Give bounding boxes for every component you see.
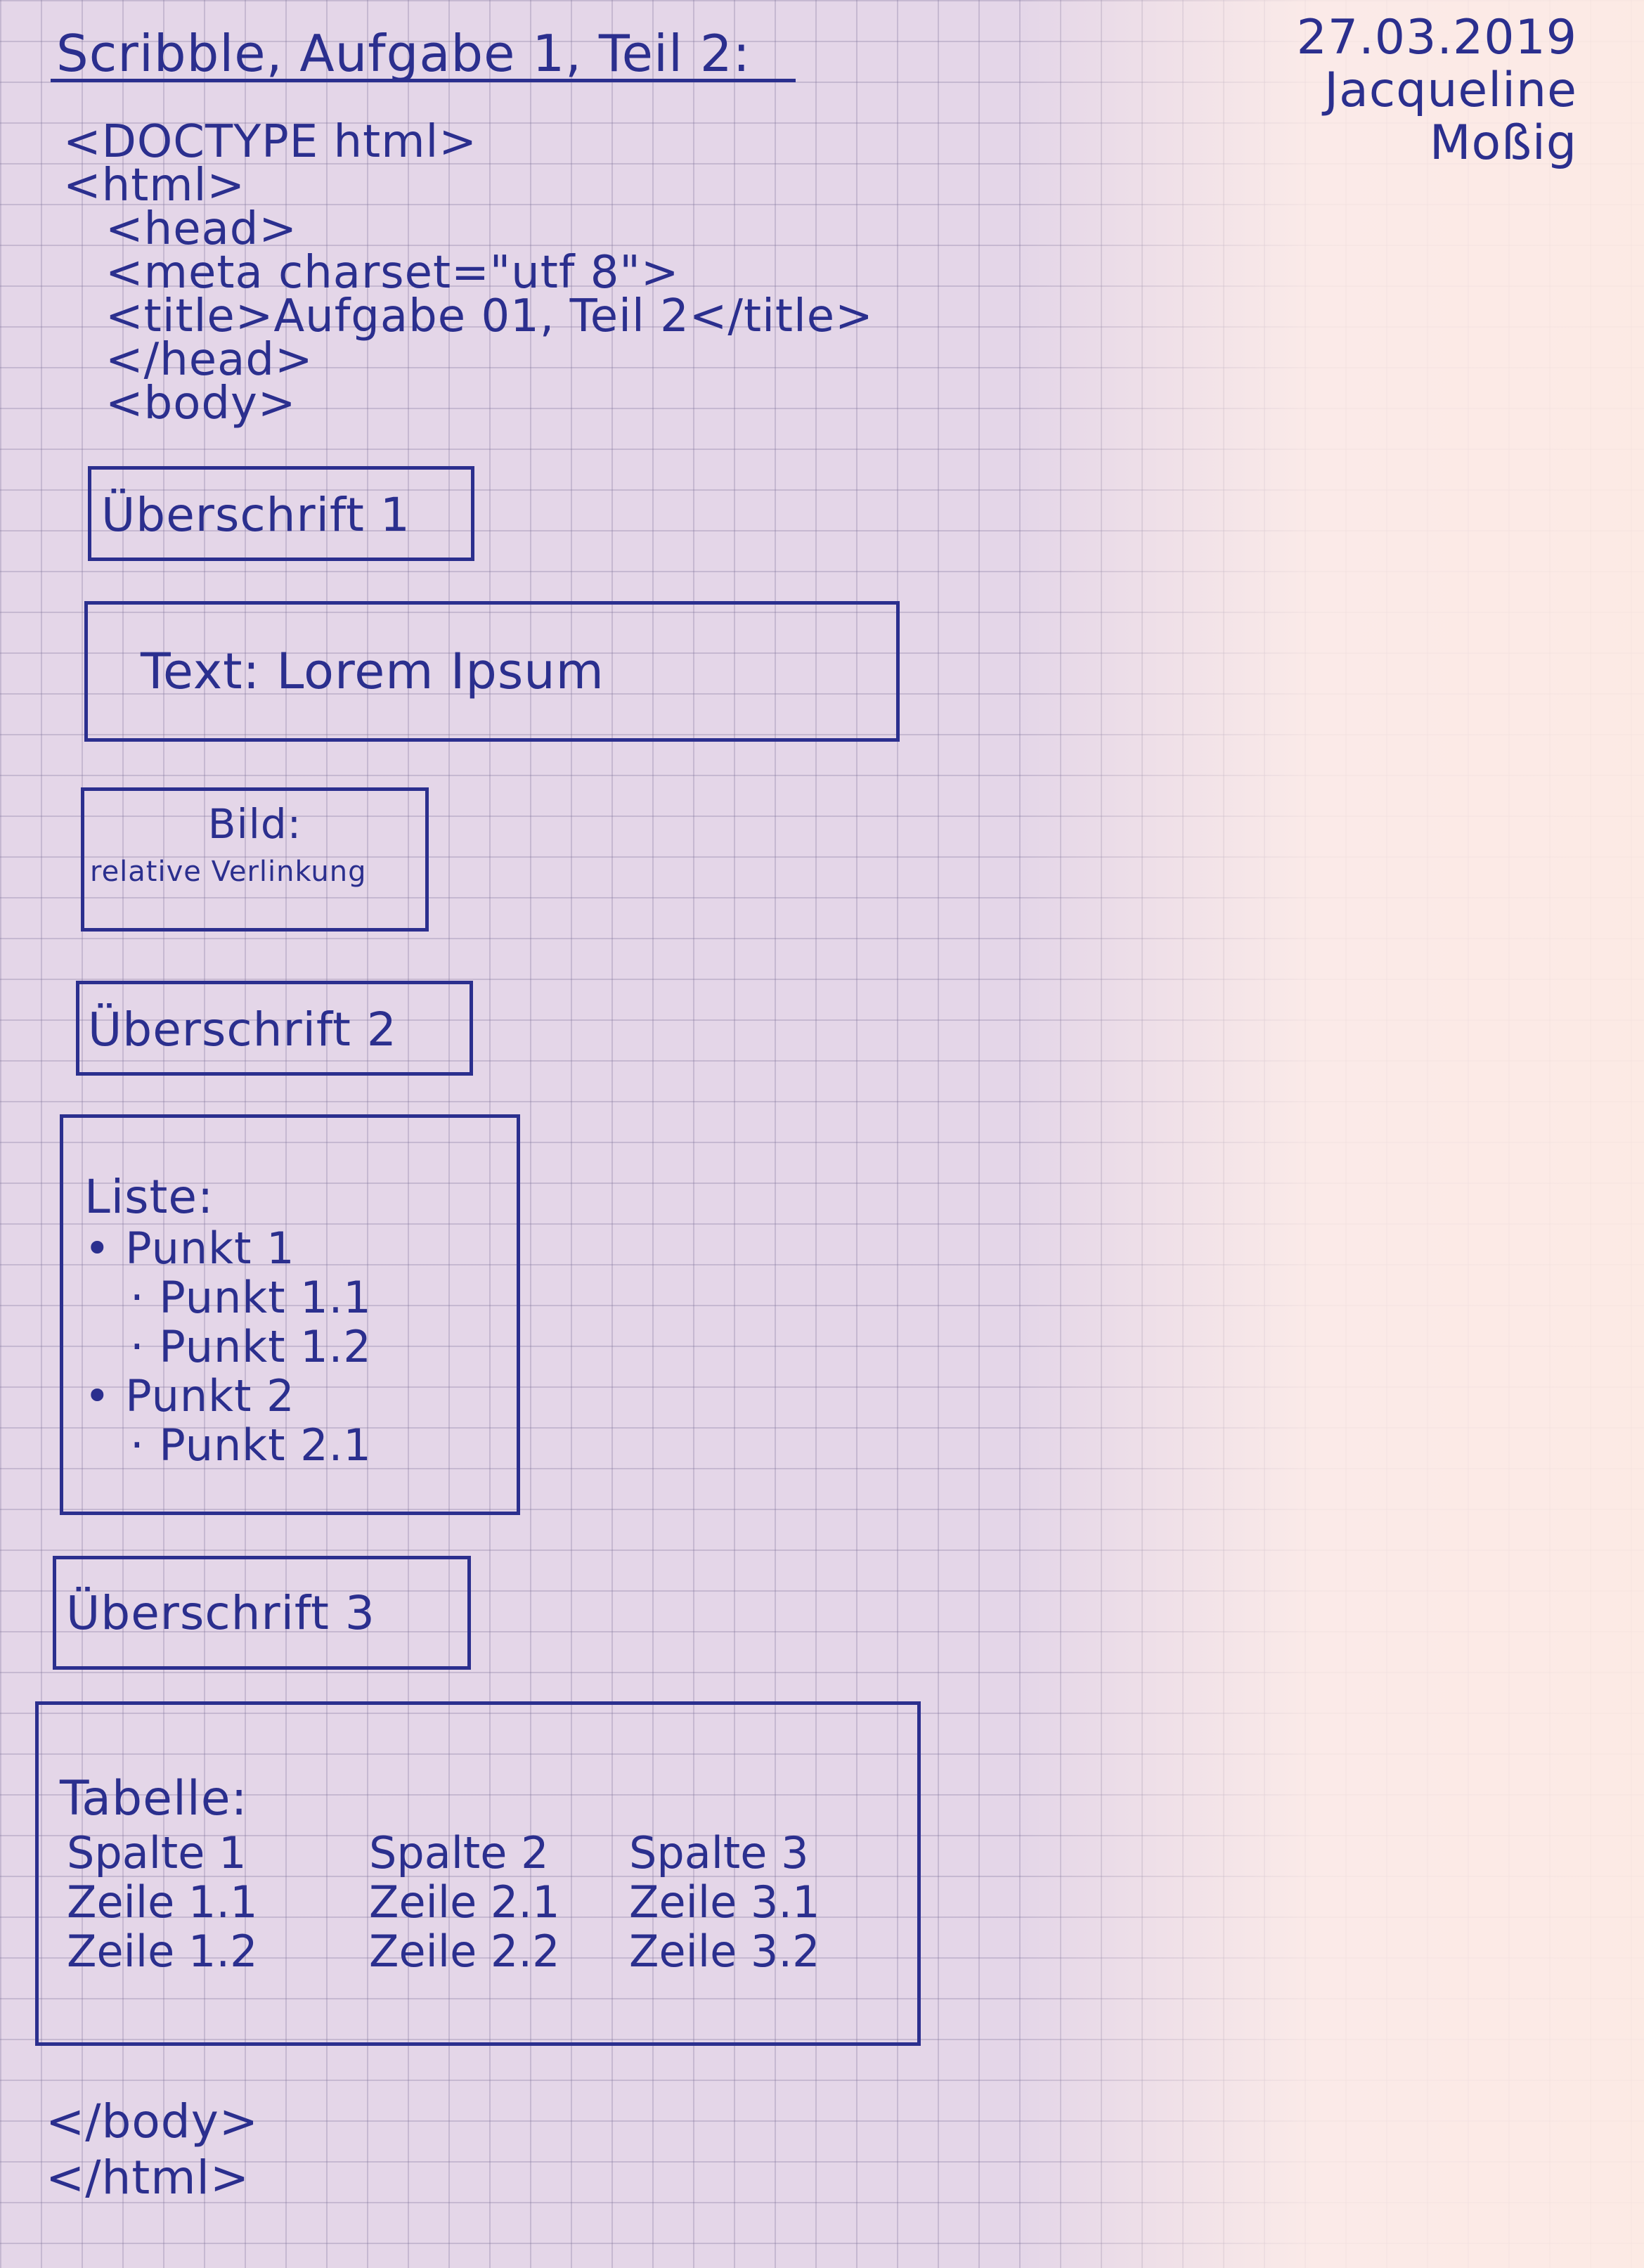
table-cell: Zeile 3.2 [629,1926,820,1977]
image-label: Bild: [207,800,302,848]
table-header-cell: Spalte 3 [629,1827,809,1879]
code-line-html-open: <html> [63,160,246,212]
list-label: Liste: [84,1170,214,1224]
author-first-name: Jacqueline [1324,63,1577,118]
code-line-head-close: </head> [105,334,313,386]
list-item: • Punkt 2 [84,1370,295,1422]
text-label: Text: Lorem Ipsum [141,643,604,700]
text-box: Text: Lorem Ipsum [84,601,900,742]
heading2-box: Überschrift 2 [76,981,473,1076]
heading1-label: Überschrift 1 [101,488,410,542]
code-line-meta: <meta charset="utf 8"> [105,247,680,299]
page-title: Scribble, Aufgabe 1, Teil 2: [56,24,751,83]
heading2-label: Überschrift 2 [88,1003,397,1057]
table-cell: Zeile 2.1 [369,1876,560,1928]
title-underline [51,79,796,82]
list-item: · Punkt 1.1 [130,1272,372,1323]
code-line-doctype: <DOCTYPE html> [63,116,477,168]
heading1-box: Überschrift 1 [88,466,474,561]
author-last-name: Moßig [1429,115,1577,171]
table-header-cell: Spalte 2 [369,1827,549,1879]
code-line-html-close: </html> [46,2151,250,2205]
list-item: · Punkt 1.2 [130,1321,372,1372]
list-item: · Punkt 2.1 [130,1419,372,1471]
table-cell: Zeile 1.1 [67,1876,258,1928]
table-box: Tabelle: Spalte 1 Spalte 2 Spalte 3 Zeil… [35,1701,921,2046]
table-header-cell: Spalte 1 [67,1827,247,1879]
heading3-box: Überschrift 3 [53,1556,471,1670]
table-cell: Zeile 3.1 [629,1876,820,1928]
heading3-label: Überschrift 3 [66,1586,375,1640]
table-cell: Zeile 2.2 [369,1926,560,1977]
table-label: Tabelle: [60,1771,248,1826]
code-line-head-open: <head> [105,203,298,255]
list-box: Liste: • Punkt 1 · Punkt 1.1 · Punkt 1.2… [60,1114,520,1515]
table-cell: Zeile 1.2 [67,1926,258,1977]
code-line-title: <title>Aufgabe 01, Teil 2</title> [105,290,874,342]
list-item: • Punkt 1 [84,1223,295,1274]
date: 27.03.2019 [1296,10,1577,65]
image-box: Bild: relative Verlinkung [81,787,429,932]
code-line-body-open: <body> [105,378,297,430]
code-line-body-close: </body> [46,2094,259,2148]
image-sublabel: relative Verlinkung [90,856,367,888]
